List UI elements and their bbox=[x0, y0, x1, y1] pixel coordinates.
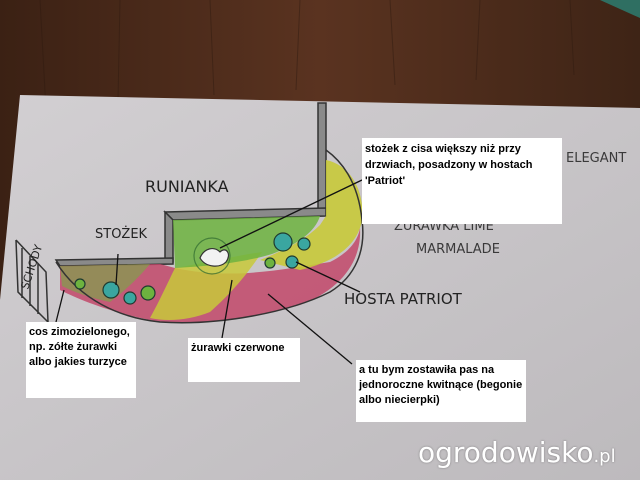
sketch-stozek: STOŻEK bbox=[95, 226, 148, 242]
bed-outline bbox=[55, 149, 364, 324]
sketch-zurawka-2: MARMALADE bbox=[416, 242, 500, 257]
sketch-elegant: ELEGANT bbox=[566, 151, 626, 166]
cone-plant-white bbox=[199, 248, 230, 267]
annotation-yew-cone: stożek z cisa większy niż przy drzwiach,… bbox=[362, 138, 562, 224]
teal-object-corner bbox=[600, 0, 640, 18]
wood-grain bbox=[39, 0, 575, 111]
annotation-red-heuchera: żurawki czerwone bbox=[188, 338, 300, 382]
cone-plant-ring bbox=[193, 237, 231, 275]
watermark-tld: .pl bbox=[593, 446, 616, 467]
plant-markers bbox=[74, 232, 311, 305]
bed-yellow-green-diagonal bbox=[150, 252, 262, 320]
annotation-annuals-strip: a tu bym zostawiła pas na jednoroczne kw… bbox=[356, 360, 526, 422]
sketch-runianka: RUNIANKA bbox=[145, 177, 229, 196]
sketch-hosta: HOSTA PATRIOT bbox=[344, 290, 463, 308]
annotation-evergreen: cos zimozielonego, np. zółte żurawki alb… bbox=[26, 322, 136, 398]
ogrodowisko-watermark: ogrodowisko.pl bbox=[418, 436, 616, 469]
watermark-main: ogrodowisko bbox=[418, 436, 594, 469]
pointer-lines bbox=[55, 179, 363, 365]
bed-yellow-green-right bbox=[260, 160, 363, 270]
